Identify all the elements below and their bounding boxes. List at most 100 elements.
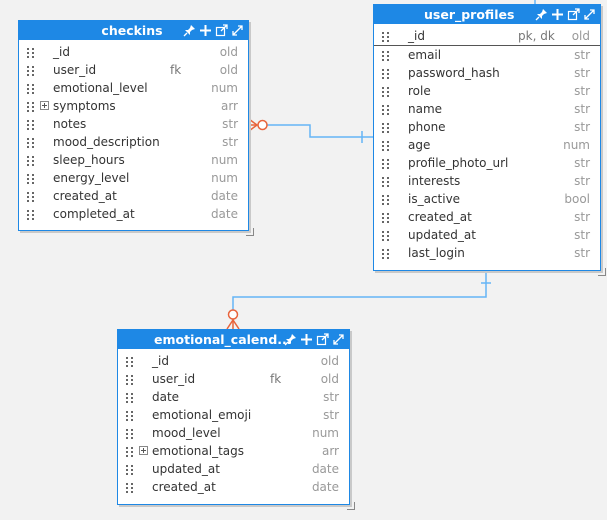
plus-icon[interactable] bbox=[300, 333, 313, 346]
drag-handle-icon[interactable] bbox=[382, 50, 390, 61]
drag-handle-icon[interactable] bbox=[382, 31, 390, 42]
field-type: str bbox=[323, 408, 339, 422]
pin-icon[interactable] bbox=[284, 333, 297, 346]
link-user-profiles-emotional-calendar[interactable] bbox=[232, 271, 487, 311]
drag-handle-icon[interactable] bbox=[126, 410, 134, 421]
drag-handle-icon[interactable] bbox=[126, 482, 134, 493]
field-type: num bbox=[563, 138, 590, 152]
drag-handle-icon[interactable] bbox=[27, 209, 35, 220]
expand-icon[interactable] bbox=[231, 24, 244, 37]
plus-icon[interactable] bbox=[199, 24, 212, 37]
drag-handle-icon[interactable] bbox=[382, 230, 390, 241]
drag-handle-icon[interactable] bbox=[27, 155, 35, 166]
field-name: updated_at bbox=[408, 228, 476, 242]
open-external-icon[interactable] bbox=[215, 24, 228, 37]
field-name: _id bbox=[152, 354, 169, 368]
field-key: fk bbox=[270, 372, 282, 386]
open-external-icon[interactable] bbox=[567, 8, 580, 21]
field-name: profile_photo_url bbox=[408, 156, 509, 170]
plus-icon[interactable] bbox=[551, 8, 564, 21]
drag-handle-icon[interactable] bbox=[126, 428, 134, 439]
resize-handle[interactable] bbox=[598, 268, 606, 276]
entity-title: checkins bbox=[101, 23, 163, 38]
resize-handle[interactable] bbox=[347, 502, 355, 510]
drag-handle-icon[interactable] bbox=[27, 83, 35, 94]
drag-handle-icon[interactable] bbox=[382, 104, 390, 115]
expand-toggle-icon[interactable] bbox=[139, 446, 148, 455]
pin-icon[interactable] bbox=[183, 24, 196, 37]
drag-handle-icon[interactable] bbox=[382, 68, 390, 79]
entity-header[interactable]: checkins bbox=[19, 21, 248, 40]
open-external-icon[interactable] bbox=[316, 333, 329, 346]
drag-handle-icon[interactable] bbox=[27, 137, 35, 148]
field-type: str bbox=[323, 390, 339, 404]
field-name: sleep_hours bbox=[53, 153, 125, 167]
drag-handle-icon[interactable] bbox=[27, 47, 35, 58]
drag-handle-icon[interactable] bbox=[382, 212, 390, 223]
drag-handle-icon[interactable] bbox=[126, 356, 134, 367]
pin-icon[interactable] bbox=[535, 8, 548, 21]
drag-handle-icon[interactable] bbox=[27, 173, 35, 184]
field-type: num bbox=[211, 171, 238, 185]
entity-header[interactable]: emotional_calend... bbox=[118, 330, 349, 349]
field-type: str bbox=[574, 48, 590, 62]
drag-handle-icon[interactable] bbox=[27, 65, 35, 76]
link-checkins-user-profiles[interactable] bbox=[262, 124, 374, 138]
expand-toggle-icon[interactable] bbox=[40, 101, 49, 110]
drag-handle-icon[interactable] bbox=[382, 122, 390, 133]
drag-handle-icon[interactable] bbox=[27, 119, 35, 130]
drag-handle-icon[interactable] bbox=[126, 392, 134, 403]
drag-handle-icon[interactable] bbox=[382, 176, 390, 187]
drag-handle-icon[interactable] bbox=[382, 194, 390, 205]
drag-handle-icon[interactable] bbox=[27, 101, 35, 112]
drag-handle-icon[interactable] bbox=[382, 158, 390, 169]
drag-handle-icon[interactable] bbox=[126, 464, 134, 475]
drag-handle-icon[interactable] bbox=[382, 140, 390, 151]
drag-handle-icon[interactable] bbox=[382, 248, 390, 259]
drag-handle-icon[interactable] bbox=[27, 191, 35, 202]
drag-handle-icon[interactable] bbox=[382, 86, 390, 97]
expand-icon[interactable] bbox=[332, 333, 345, 346]
drag-handle-icon[interactable] bbox=[126, 446, 134, 457]
field-type: str bbox=[574, 174, 590, 188]
resize-handle[interactable] bbox=[246, 228, 254, 236]
drag-handle-icon[interactable] bbox=[126, 374, 134, 385]
expand-icon[interactable] bbox=[583, 8, 596, 21]
entity-header[interactable]: user_profiles bbox=[374, 5, 600, 24]
